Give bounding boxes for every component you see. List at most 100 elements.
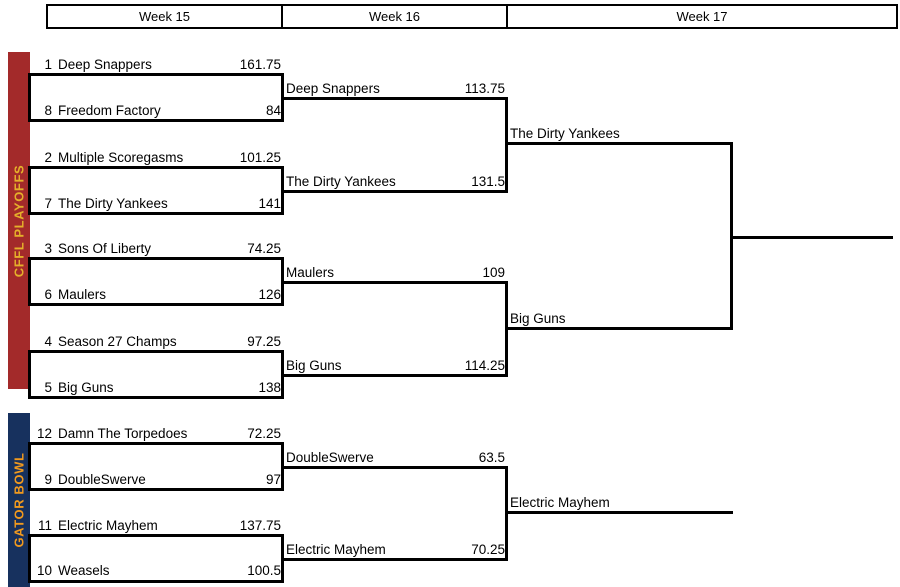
bracket-line	[28, 166, 281, 169]
matchup-slot-w16-3[interactable]: Maulers 109	[283, 263, 505, 281]
team-score: 131.5	[471, 173, 505, 189]
bracket-line	[28, 442, 31, 491]
matchup-slot-w15-9[interactable]: 12 Damn The Torpedoes 72.25	[30, 424, 281, 442]
seed: 1	[44, 56, 52, 72]
team-score: 74.25	[247, 240, 281, 256]
team-name: DoubleSwerve	[58, 471, 146, 487]
bracket-line	[505, 327, 733, 330]
bracket-line	[28, 257, 31, 306]
team-name: Freedom Factory	[58, 102, 161, 118]
team-score: 138	[258, 379, 281, 395]
bracket-line	[281, 374, 505, 377]
matchup-slot-w15-8[interactable]: 5 Big Guns 138	[30, 378, 281, 396]
team-score: 84	[265, 102, 281, 118]
team-score: 137.75	[239, 517, 281, 533]
matchup-slot-w15-5[interactable]: 3 Sons Of Liberty 74.25	[30, 239, 281, 257]
matchup-slot-w15-6[interactable]: 6 Maulers 126	[30, 285, 281, 303]
team-name: Big Guns	[286, 357, 342, 373]
team-name: Sons Of Liberty	[58, 240, 152, 256]
bracket-line	[28, 212, 281, 215]
team-score: 114.25	[464, 357, 505, 373]
bracket-line	[281, 97, 505, 100]
bracket-line	[281, 466, 505, 469]
bracket-line	[505, 511, 733, 514]
team-name: The Dirty Yankees	[286, 173, 396, 189]
seed: 4	[44, 333, 52, 349]
matchup-slot-w17-3[interactable]: Electric Mayhem	[507, 493, 727, 511]
seed: 11	[37, 517, 52, 533]
bracket-line	[28, 350, 31, 399]
team-name: Damn The Torpedoes	[58, 425, 188, 441]
team-score: 72.25	[247, 425, 281, 441]
bracket-line	[281, 281, 505, 284]
matchup-slot-w15-7[interactable]: 4 Season 27 Champs 97.25	[30, 332, 281, 350]
team-name: Maulers	[286, 264, 335, 280]
team-score: 126	[258, 286, 281, 302]
bracket-line	[28, 534, 31, 583]
week-header-week-15: Week 15	[48, 6, 283, 27]
team-name: DoubleSwerve	[286, 449, 374, 465]
seed: 7	[44, 195, 52, 211]
team-name: Season 27 Champs	[58, 333, 177, 349]
bracket-line	[28, 257, 281, 260]
champion-line	[730, 236, 893, 239]
team-name: Maulers	[58, 286, 107, 302]
bracket-line	[28, 166, 31, 215]
team-score: 113.75	[464, 80, 505, 96]
team-name: Multiple Scoregasms	[58, 149, 184, 165]
matchup-slot-w17-2[interactable]: Big Guns	[507, 309, 727, 327]
bracket-line	[28, 534, 281, 537]
team-score: 109	[482, 264, 505, 280]
bracket-line	[281, 190, 505, 193]
team-score: 161.75	[239, 56, 281, 72]
seed: 2	[44, 149, 52, 165]
team-name: The Dirty Yankees	[510, 125, 620, 141]
seed: 12	[36, 425, 52, 441]
bracket-line	[28, 119, 281, 122]
bracket-line	[28, 488, 281, 491]
seed: 8	[44, 102, 52, 118]
matchup-slot-w17-1[interactable]: The Dirty Yankees	[507, 124, 727, 142]
section-label-gator-bowl: GATOR BOWL	[11, 452, 27, 548]
matchup-slot-w15-12[interactable]: 10 Weasels 100.5	[30, 561, 281, 579]
matchup-slot-w16-1[interactable]: Deep Snappers 113.75	[283, 79, 505, 97]
seed: 10	[36, 562, 52, 578]
week-header-week-17: Week 17	[676, 9, 728, 24]
matchup-slot-w15-10[interactable]: 9 DoubleSwerve 97	[30, 470, 281, 488]
bracket-line	[28, 350, 281, 353]
matchup-slot-w16-4[interactable]: Big Guns 114.25	[283, 356, 505, 374]
seed: 5	[44, 379, 52, 395]
team-score: 70.25	[471, 541, 505, 557]
matchup-slot-w15-4[interactable]: 7 The Dirty Yankees 141	[30, 194, 281, 212]
matchup-slot-w15-2[interactable]: 8 Freedom Factory 84	[30, 101, 281, 119]
bracket-line	[505, 97, 508, 193]
team-name: Electric Mayhem	[58, 517, 158, 533]
matchup-slot-w16-5[interactable]: DoubleSwerve 63.5	[283, 448, 505, 466]
section-bar-gator-bowl: GATOR BOWL	[8, 413, 30, 587]
team-name: Deep Snappers	[286, 80, 380, 96]
matchup-slot-w15-3[interactable]: 2 Multiple Scoregasms 101.25	[30, 148, 281, 166]
matchup-slot-w15-1[interactable]: 1 Deep Snappers 161.75	[30, 55, 281, 73]
matchup-slot-w15-11[interactable]: 11 Electric Mayhem 137.75	[30, 516, 281, 534]
bracket-line	[28, 442, 281, 445]
bracket-line	[505, 142, 733, 145]
team-name: Weasels	[58, 562, 110, 578]
matchup-slot-w16-6[interactable]: Electric Mayhem 70.25	[283, 540, 505, 558]
team-score: 141	[258, 195, 281, 211]
team-score: 97	[265, 471, 281, 487]
team-name: Big Guns	[58, 379, 114, 395]
team-name: Electric Mayhem	[286, 541, 386, 557]
week-header-week-16: Week 16	[283, 6, 508, 27]
seed: 6	[44, 286, 52, 302]
bracket-line	[28, 580, 281, 583]
bracket-line	[28, 303, 281, 306]
team-score: 101.25	[239, 149, 281, 165]
matchup-slot-w16-2[interactable]: The Dirty Yankees 131.5	[283, 172, 505, 190]
section-bar-cffl-playoffs: CFFL PLAYOFFS	[8, 52, 30, 389]
team-score: 97.25	[247, 333, 281, 349]
team-name: Big Guns	[510, 310, 566, 326]
bracket-line	[28, 73, 31, 122]
bracket-line	[28, 396, 281, 399]
team-name: Deep Snappers	[58, 56, 152, 72]
team-name: The Dirty Yankees	[58, 195, 168, 211]
